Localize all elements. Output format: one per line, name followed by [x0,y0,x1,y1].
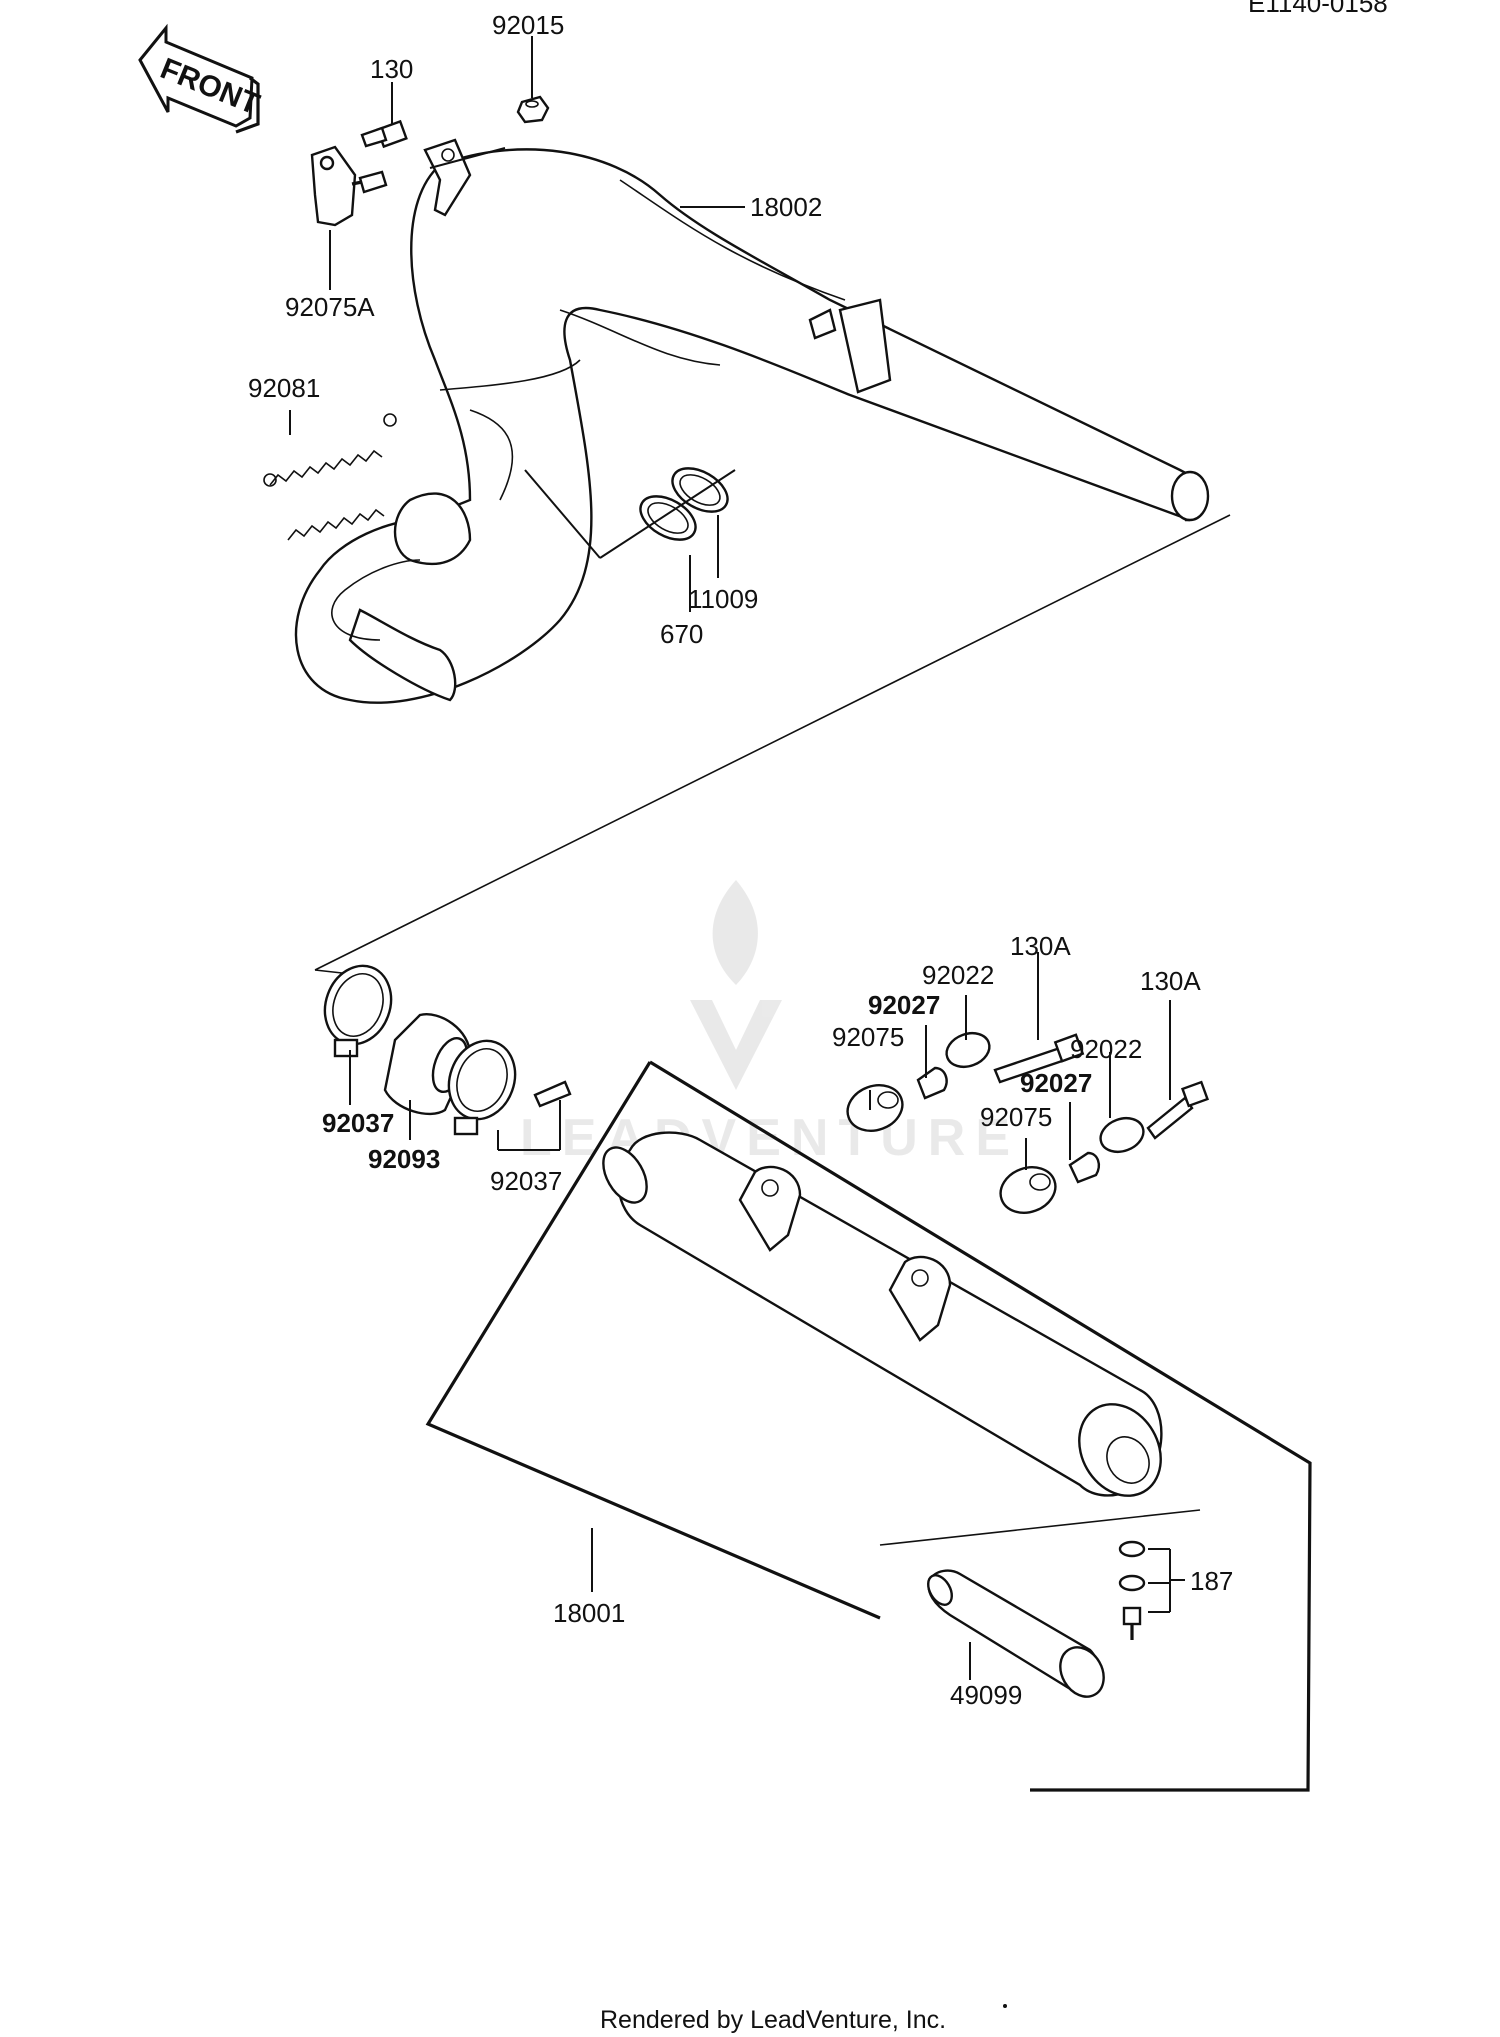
label-92027-lower: 92027 [1020,1068,1092,1098]
label-92075A: 92075A [285,292,375,322]
label-92075-lower: 92075 [980,1102,1052,1132]
drawing-code: E1140-0158 [1248,0,1388,18]
bolt-130 [360,119,408,149]
label-92093: 92093 [368,1144,440,1174]
watermark-logo: LEADVENTURE [520,880,1020,1167]
exhaust-header-pipe [294,138,1210,704]
label-92037-right: 92037 [490,1166,562,1196]
label-18001: 18001 [553,1598,625,1628]
label-92015: 92015 [492,10,564,40]
label-92075-upper: 92075 [832,1022,904,1052]
label-92022-lower: 92022 [1070,1034,1142,1064]
clamp-92037-left [323,964,393,1058]
front-arrow-icon: FRONT [138,23,264,134]
silencer-group-outline [425,1060,1312,1792]
label-11009: 11009 [688,584,758,614]
leader-lines-bottom [349,952,1185,1680]
leader-lines-top [289,36,745,612]
label-130A-upper: 130A [1010,931,1071,961]
clamp-92037-right [447,1039,517,1136]
label-92081: 92081 [248,373,320,403]
footer-dot [1003,2004,1007,2008]
footer-credit: Rendered by LeadVenture, Inc. [600,2006,946,2034]
nut-92015 [516,95,550,124]
label-187: 187 [1190,1566,1233,1596]
silencer-body [602,1131,1163,1497]
part-labels: 92015 130 18002 92075A 92081 11009 670 1… [248,10,1233,1710]
clamp-screw [533,1080,572,1108]
label-92022-upper: 92022 [922,960,994,990]
label-670: 670 [660,619,703,649]
gasket-670 [639,495,697,541]
label-130A-lower: 130A [1140,966,1201,996]
label-92037-left: 92037 [322,1108,394,1138]
label-92027-upper: 92027 [868,990,940,1020]
spark-arrestor-49099 [927,1569,1105,1698]
label-130: 130 [370,54,413,84]
mount-set-lower [999,1080,1210,1214]
label-49099: 49099 [950,1680,1022,1710]
label-18002: 18002 [750,192,822,222]
bolt-130-lower [351,170,388,194]
watermark-text: LEADVENTURE [520,1109,1020,1167]
spring-92081 [263,413,397,541]
bracket-92075A [310,145,357,227]
washers-187 [1118,1540,1146,1640]
